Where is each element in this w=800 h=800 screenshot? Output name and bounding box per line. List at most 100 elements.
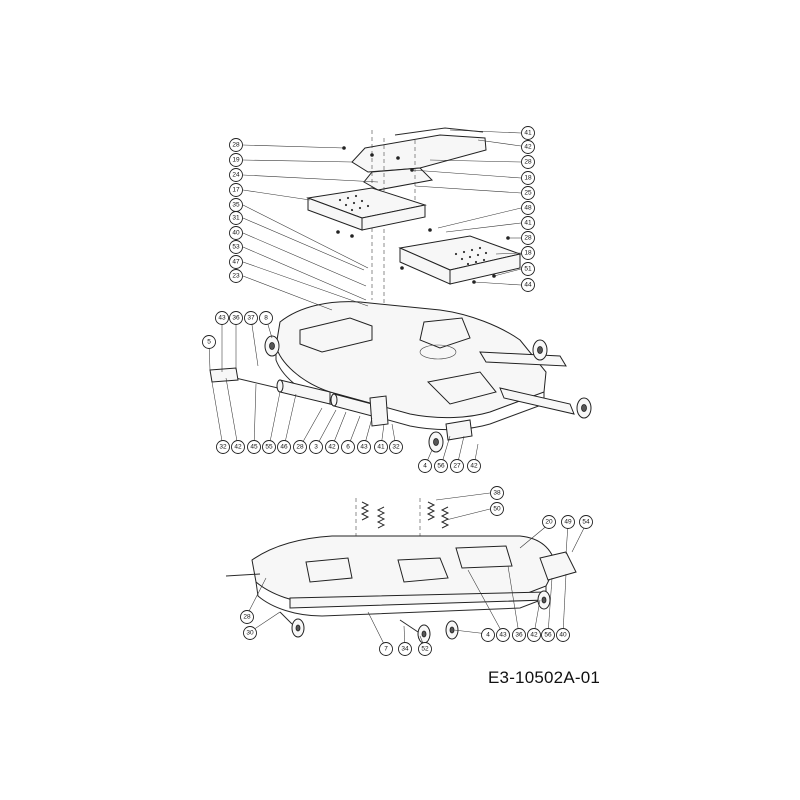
svg-text:17: 17 — [232, 187, 240, 194]
svg-text:43: 43 — [360, 444, 368, 451]
svg-text:30: 30 — [246, 630, 254, 637]
callout-40: 40 — [229, 226, 243, 240]
callout-46: 46 — [277, 440, 291, 454]
svg-text:38: 38 — [493, 490, 501, 497]
callout-43: 43 — [215, 311, 229, 325]
callout-40: 40 — [556, 628, 570, 642]
svg-text:32: 32 — [219, 444, 227, 451]
callout-8: 8 — [259, 311, 273, 325]
svg-text:42: 42 — [524, 144, 532, 151]
svg-text:4: 4 — [486, 632, 490, 639]
callout-52: 52 — [418, 642, 432, 656]
callout-28: 28 — [521, 155, 535, 169]
svg-text:7: 7 — [384, 646, 388, 653]
svg-text:24: 24 — [232, 172, 240, 179]
callout-54: 54 — [579, 515, 593, 529]
callout-42: 42 — [521, 140, 535, 154]
callouts: 41 42 28 18 25 48 41 28 18 51 44 28 19 2… — [202, 126, 593, 656]
callout-28: 28 — [521, 231, 535, 245]
svg-text:51: 51 — [524, 266, 532, 273]
callout-41: 41 — [521, 216, 535, 230]
callout-23: 23 — [229, 269, 243, 283]
svg-text:43: 43 — [218, 315, 226, 322]
svg-text:28: 28 — [524, 235, 532, 242]
callout-4: 4 — [481, 628, 495, 642]
callout-32: 32 — [389, 440, 403, 454]
callout-42: 42 — [467, 459, 481, 473]
callout-3: 3 — [309, 440, 323, 454]
callout-38: 38 — [490, 486, 504, 500]
callout-25: 25 — [521, 186, 535, 200]
svg-text:41: 41 — [377, 444, 385, 451]
upper-assembly — [209, 127, 592, 453]
svg-text:48: 48 — [524, 205, 532, 212]
callout-48: 48 — [521, 201, 535, 215]
svg-text:54: 54 — [582, 519, 590, 526]
svg-text:36: 36 — [232, 315, 240, 322]
callout-35: 35 — [229, 198, 243, 212]
svg-text:42: 42 — [470, 463, 478, 470]
callout-37: 37 — [244, 311, 258, 325]
callout-4: 4 — [418, 459, 432, 473]
callout-56: 56 — [434, 459, 448, 473]
callout-36: 36 — [229, 311, 243, 325]
callout-43: 43 — [357, 440, 371, 454]
svg-text:52: 52 — [421, 646, 429, 653]
callout-45: 45 — [247, 440, 261, 454]
callout-19: 19 — [229, 153, 243, 167]
svg-text:36: 36 — [515, 632, 523, 639]
callout-34: 34 — [398, 642, 412, 656]
callout-44: 44 — [521, 278, 535, 292]
svg-text:41: 41 — [524, 220, 532, 227]
callout-18: 18 — [521, 171, 535, 185]
callout-28: 28 — [240, 610, 254, 624]
callout-17: 17 — [229, 183, 243, 197]
svg-text:55: 55 — [265, 444, 273, 451]
callout-6: 6 — [341, 440, 355, 454]
callout-41: 41 — [374, 440, 388, 454]
svg-text:6: 6 — [346, 444, 350, 451]
svg-text:35: 35 — [232, 202, 240, 209]
svg-text:28: 28 — [232, 142, 240, 149]
svg-text:8: 8 — [264, 315, 268, 322]
callout-31: 31 — [229, 211, 243, 225]
callout-50: 50 — [490, 502, 504, 516]
drawing-code: E3-10502A-01 — [488, 668, 601, 687]
callout-7: 7 — [379, 642, 393, 656]
callout-56: 56 — [541, 628, 555, 642]
svg-text:25: 25 — [524, 190, 532, 197]
callout-24: 24 — [229, 168, 243, 182]
svg-text:44: 44 — [524, 282, 532, 289]
svg-text:4: 4 — [423, 463, 427, 470]
svg-text:18: 18 — [524, 175, 532, 182]
svg-text:49: 49 — [564, 519, 572, 526]
callout-42: 42 — [325, 440, 339, 454]
svg-text:28: 28 — [296, 444, 304, 451]
callout-43: 43 — [496, 628, 510, 642]
callout-27: 27 — [450, 459, 464, 473]
svg-text:27: 27 — [453, 463, 461, 470]
svg-text:34: 34 — [401, 646, 409, 653]
svg-text:42: 42 — [328, 444, 336, 451]
svg-text:5: 5 — [207, 339, 211, 346]
svg-text:46: 46 — [280, 444, 288, 451]
callout-28: 28 — [293, 440, 307, 454]
svg-text:43: 43 — [499, 632, 507, 639]
svg-text:40: 40 — [559, 632, 567, 639]
svg-text:3: 3 — [314, 444, 318, 451]
callout-47: 47 — [229, 255, 243, 269]
svg-text:45: 45 — [250, 444, 258, 451]
svg-text:19: 19 — [232, 157, 240, 164]
svg-text:47: 47 — [232, 259, 240, 266]
svg-text:56: 56 — [544, 632, 552, 639]
svg-text:23: 23 — [232, 273, 240, 280]
callout-5: 5 — [202, 335, 216, 349]
svg-text:37: 37 — [247, 315, 255, 322]
callout-53: 53 — [229, 240, 243, 254]
callout-28: 28 — [229, 138, 243, 152]
callout-20: 20 — [542, 515, 556, 529]
callout-42: 42 — [527, 628, 541, 642]
svg-text:56: 56 — [437, 463, 445, 470]
callout-49: 49 — [561, 515, 575, 529]
